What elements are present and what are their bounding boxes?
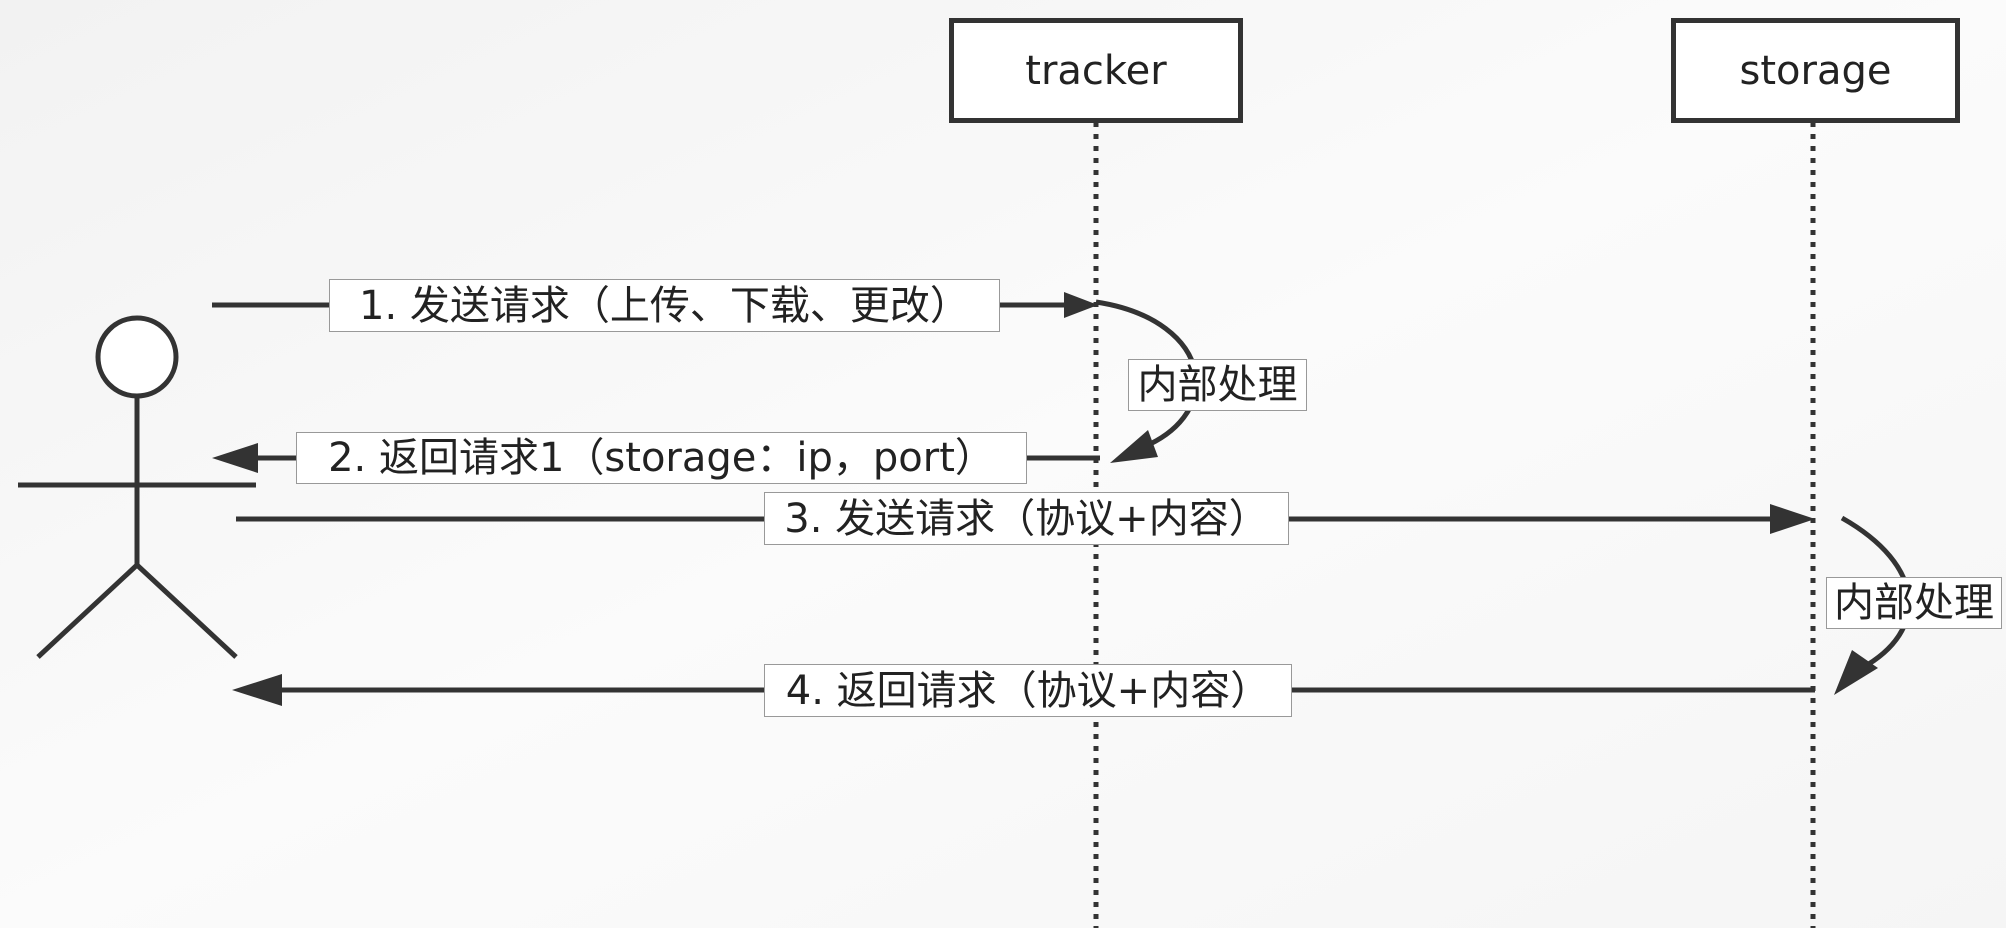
storage-participant-box: storage [1671,18,1960,123]
storage-label: storage [1739,47,1892,94]
user-actor-icon [18,315,256,659]
message-1-label: 1. 发送请求（上传、下载、更改） [329,279,1000,332]
storage-internal-processing-label: 内部处理 [1826,577,2002,629]
message-4-label: 4. 返回请求（协议+内容） [764,664,1292,717]
tracker-internal-processing-label: 内部处理 [1128,359,1307,411]
message-3-label: 3. 发送请求（协议+内容） [764,492,1289,545]
message-2-label: 2. 返回请求1（storage：ip，port） [296,432,1027,484]
tracker-label: tracker [1025,47,1167,94]
tracker-participant-box: tracker [949,18,1243,123]
